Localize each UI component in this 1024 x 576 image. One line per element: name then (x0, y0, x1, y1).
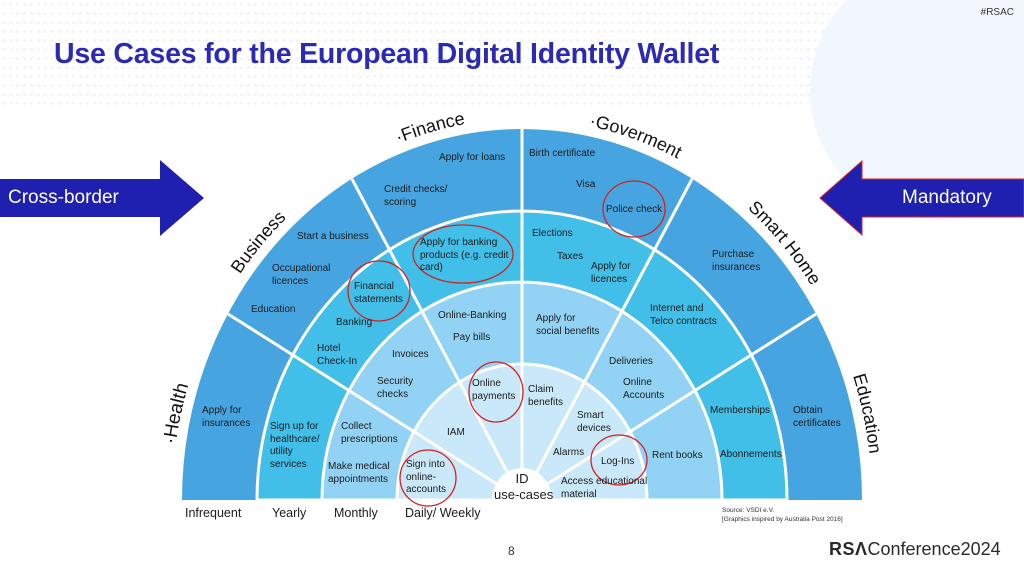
cell-obtain-certificates: Obtain certificates (793, 405, 841, 429)
highlight-financial-statements (347, 260, 411, 322)
cell-invoices: Invoices (392, 349, 429, 360)
cell-security-checks: Security checks (377, 376, 414, 400)
rsac-hashtag: #RSAC (980, 7, 1014, 18)
page-number: 8 (508, 544, 515, 558)
cell-sign-into-online-accounts: Sign into online- accounts (406, 459, 447, 495)
cell-alarms: Alarms (553, 447, 585, 458)
cell-taxes: Taxes (557, 251, 584, 262)
highlight-online-payments (468, 361, 524, 423)
cell-police-check: Police check (606, 204, 663, 215)
source-line-1: Source: VSDI e.V. (722, 507, 775, 514)
cell-access-educational-material: Access educational material (561, 476, 648, 500)
cell-smart-devices: Smart devices (577, 410, 611, 434)
cell-collect-prescriptions: Collect prescriptions (341, 421, 398, 445)
cell-birth-certificate: Birth certificate (529, 148, 596, 159)
highlight-banking-products (412, 224, 514, 284)
center-line-1: ID (515, 471, 529, 486)
cell-apply-for-loans: Apply for loans (439, 152, 506, 163)
source-note: Source: VSDI e.V. [Graphics inspired by … (722, 506, 843, 524)
frequency-label-infrequent: Infrequent (185, 506, 242, 520)
frequency-label-monthly: Monthly (334, 506, 378, 520)
cell-abonnements: Abonnements (720, 449, 782, 460)
cell-rent-books: Rent books (652, 450, 703, 461)
frequency-label-yearly: Yearly (272, 506, 307, 520)
logo-year: 2024 (960, 539, 1001, 559)
cell-make-medical-appointments: Make medical appointments (328, 461, 390, 485)
logo-conference: Conference (867, 539, 961, 559)
logo-rsa: RSΛ (829, 539, 868, 559)
cell-apply-for-banking-products: Apply for banking products (e.g. credit … (420, 237, 509, 273)
source-line-2: [Graphics inspired by Australia Post 201… (722, 516, 843, 523)
cell-online-banking: Online-Banking (438, 310, 507, 321)
slide-title: Use Cases for the European Digital Ident… (54, 38, 720, 70)
cell-purchase-insurances: Purchase insurances (712, 249, 761, 273)
cell-start-a-business: Start a business (297, 231, 369, 242)
frequency-label-daily-weekly: Daily/ Weekly (405, 506, 481, 520)
highlight-sign-into-accounts (399, 449, 457, 507)
center-line-2: use-cases (494, 487, 554, 502)
mandatory-arrow (819, 160, 1024, 237)
cell-online-accounts: Online Accounts (623, 377, 665, 401)
cell-visa: Visa (576, 179, 596, 190)
highlight-log-ins (590, 434, 648, 486)
cell-pay-bills: Pay bills (453, 332, 491, 343)
center-circle (492, 468, 552, 500)
cell-elections: Elections (532, 228, 573, 239)
cell-banking: Banking (336, 317, 373, 328)
cell-apply-for-licences: Apply for licences (591, 261, 631, 285)
cell-online-payments: Online payments (472, 378, 516, 402)
cell-deliveries: Deliveries (609, 356, 653, 367)
cell-iam: IAM (447, 427, 465, 438)
cell-log-ins: Log-Ins (601, 456, 635, 467)
mandatory-label: Mandatory (902, 187, 992, 208)
center-id-use-cases: ID use-cases (494, 471, 554, 503)
cell-sign-up-healthcare: Sign up for healthcare/ utility services (270, 421, 320, 470)
cross-border-label: Cross-border (8, 187, 119, 208)
cell-credit-checks: Credit checks/ scoring (384, 184, 448, 208)
cell-internet-telco: Internet and Telco contracts (650, 303, 717, 327)
cell-memberships: Memberships (710, 405, 771, 416)
cell-apply-for-insurances: Apply for insurances (202, 405, 251, 429)
sector-dividers (227, 129, 817, 502)
cross-border-arrow (0, 160, 204, 236)
rsa-conference-logo: RSΛConference2024 (829, 539, 1001, 560)
cell-apply-for-social-benefits: Apply for social benefits (536, 313, 600, 337)
cell-financial-statements: Financial statements (354, 281, 403, 305)
cell-claim-benefits: Claim benefits (528, 384, 564, 408)
cell-education: Education (251, 304, 296, 315)
cell-occupational-licences: Occupational licences (272, 263, 331, 287)
highlight-police-check (602, 180, 666, 238)
cell-hotel-check-in: Hotel Check-In (317, 343, 358, 367)
